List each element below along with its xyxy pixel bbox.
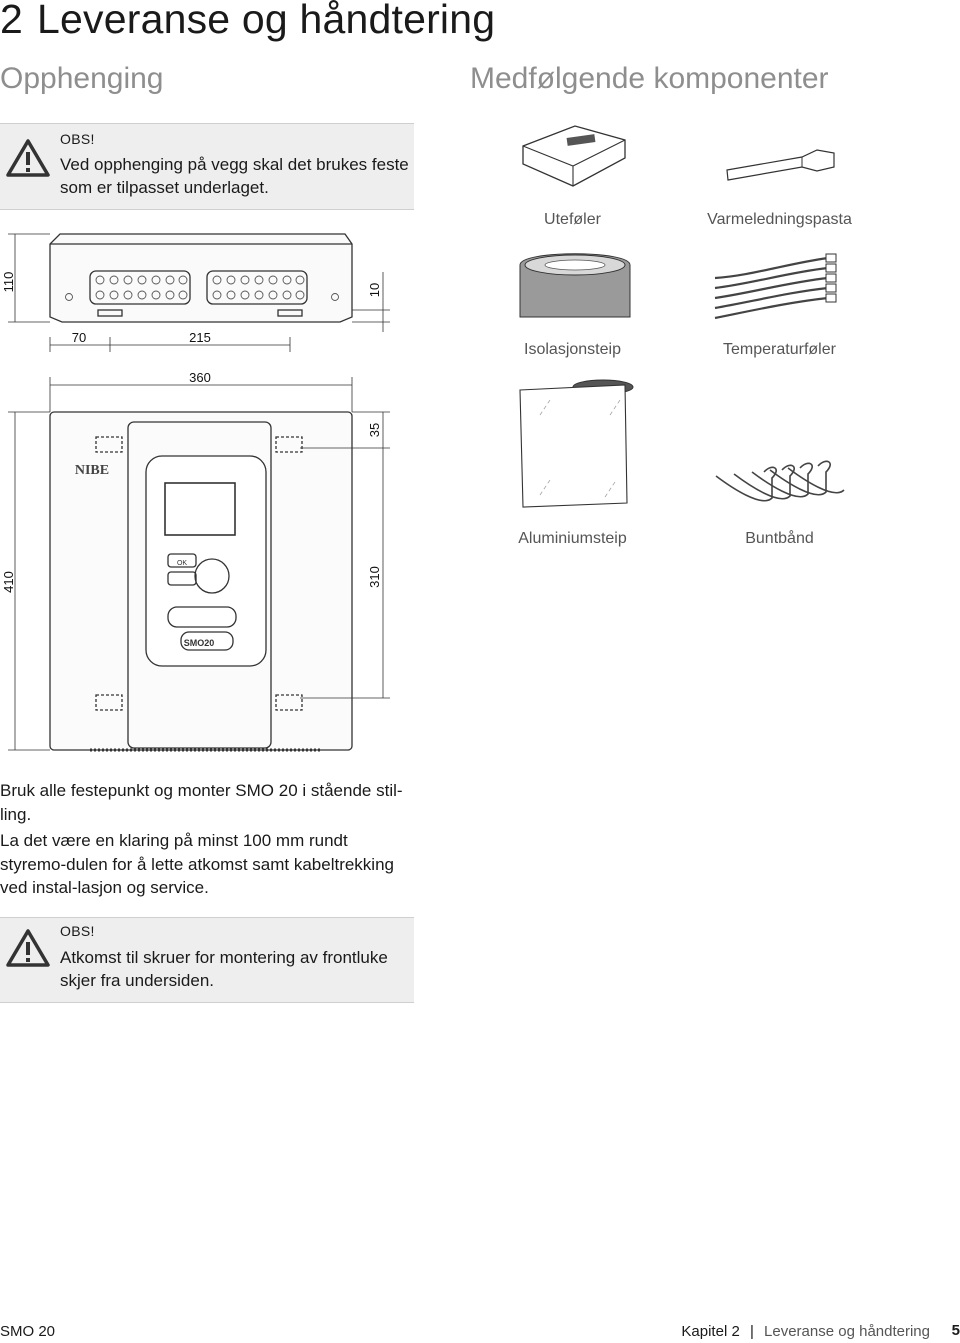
footer-separator: | xyxy=(749,1323,754,1340)
paragraph-mounting: Bruk alle festepunkt og monter SMO 20 i … xyxy=(0,781,403,824)
dim-height: 410 xyxy=(1,571,16,593)
notice-text: Ved opphenging på vegg skal det brukes f… xyxy=(60,155,409,197)
chapter-title: Leveranse og håndtering xyxy=(37,0,496,42)
dim-hole-vertical: 310 xyxy=(367,566,382,588)
dim-width: 360 xyxy=(189,370,211,385)
heat-paste-tube-icon xyxy=(726,149,835,181)
dim-top-height: 110 xyxy=(1,272,16,293)
section-heading-mounting: Opphenging xyxy=(0,62,164,95)
device-front-view xyxy=(49,411,353,752)
dim-hole-spacing: 215 xyxy=(189,330,211,345)
paragraph-clearance: La det være en klaring på minst 100 mm r… xyxy=(0,831,394,897)
component-label-cable-tie: Buntbånd xyxy=(745,530,814,547)
device-top-view xyxy=(49,233,353,323)
notice-title: OBS! xyxy=(60,131,95,147)
footer-chapter-number: Kapitel 2 xyxy=(681,1323,740,1340)
dim-left-offset: 70 xyxy=(72,330,86,345)
mounting-drawing: 110 10 70 215 360 NIBE OK SMO20 410 35 3… xyxy=(1,233,390,752)
footer-chapter: Kapitel 2 | Leveranse og håndtering xyxy=(681,1323,930,1340)
component-label-temperature-sensor: Temperaturføler xyxy=(723,341,836,358)
warning-icon xyxy=(6,139,50,177)
brand-logo: NIBE xyxy=(75,463,109,478)
section-heading-components: Medfølgende komponenter xyxy=(470,62,829,95)
temperature-sensor-icon xyxy=(714,253,837,320)
component-label-outdoor-sensor: Uteføler xyxy=(544,211,601,228)
page-title: 2 Leveranse og håndtering xyxy=(0,0,495,43)
notice-title: OBS! xyxy=(60,923,95,939)
component-label-aluminium-tape: Aluminiumsteip xyxy=(518,530,627,547)
outdoor-sensor-icon xyxy=(522,125,626,187)
component-label-heat-paste: Varmeledningspasta xyxy=(707,211,852,228)
component-label-insulation-tape: Isolasjonsteip xyxy=(524,341,621,358)
notice-box: OBS! Atkomst til skruer for montering av… xyxy=(0,917,414,1003)
dim-top-margin: 35 xyxy=(367,423,382,437)
model-label: SMO20 xyxy=(184,638,215,648)
notice-text: Atkomst til skruer for montering av fron… xyxy=(60,948,388,990)
insulation-tape-icon xyxy=(519,253,631,318)
aluminium-tape-icon xyxy=(519,379,634,508)
dim-offset: 10 xyxy=(367,283,382,297)
footer-chapter-title: Leveranse og håndtering xyxy=(764,1323,930,1340)
footer-product: SMO 20 xyxy=(0,1323,56,1340)
notice-box: OBS! Ved opphenging på vegg skal det bru… xyxy=(0,123,414,210)
chapter-number: 2 xyxy=(0,0,24,42)
ok-button-label: OK xyxy=(177,560,187,567)
page-number: 5 xyxy=(951,1322,960,1339)
cable-tie-icon xyxy=(715,460,845,502)
warning-icon xyxy=(6,929,50,967)
